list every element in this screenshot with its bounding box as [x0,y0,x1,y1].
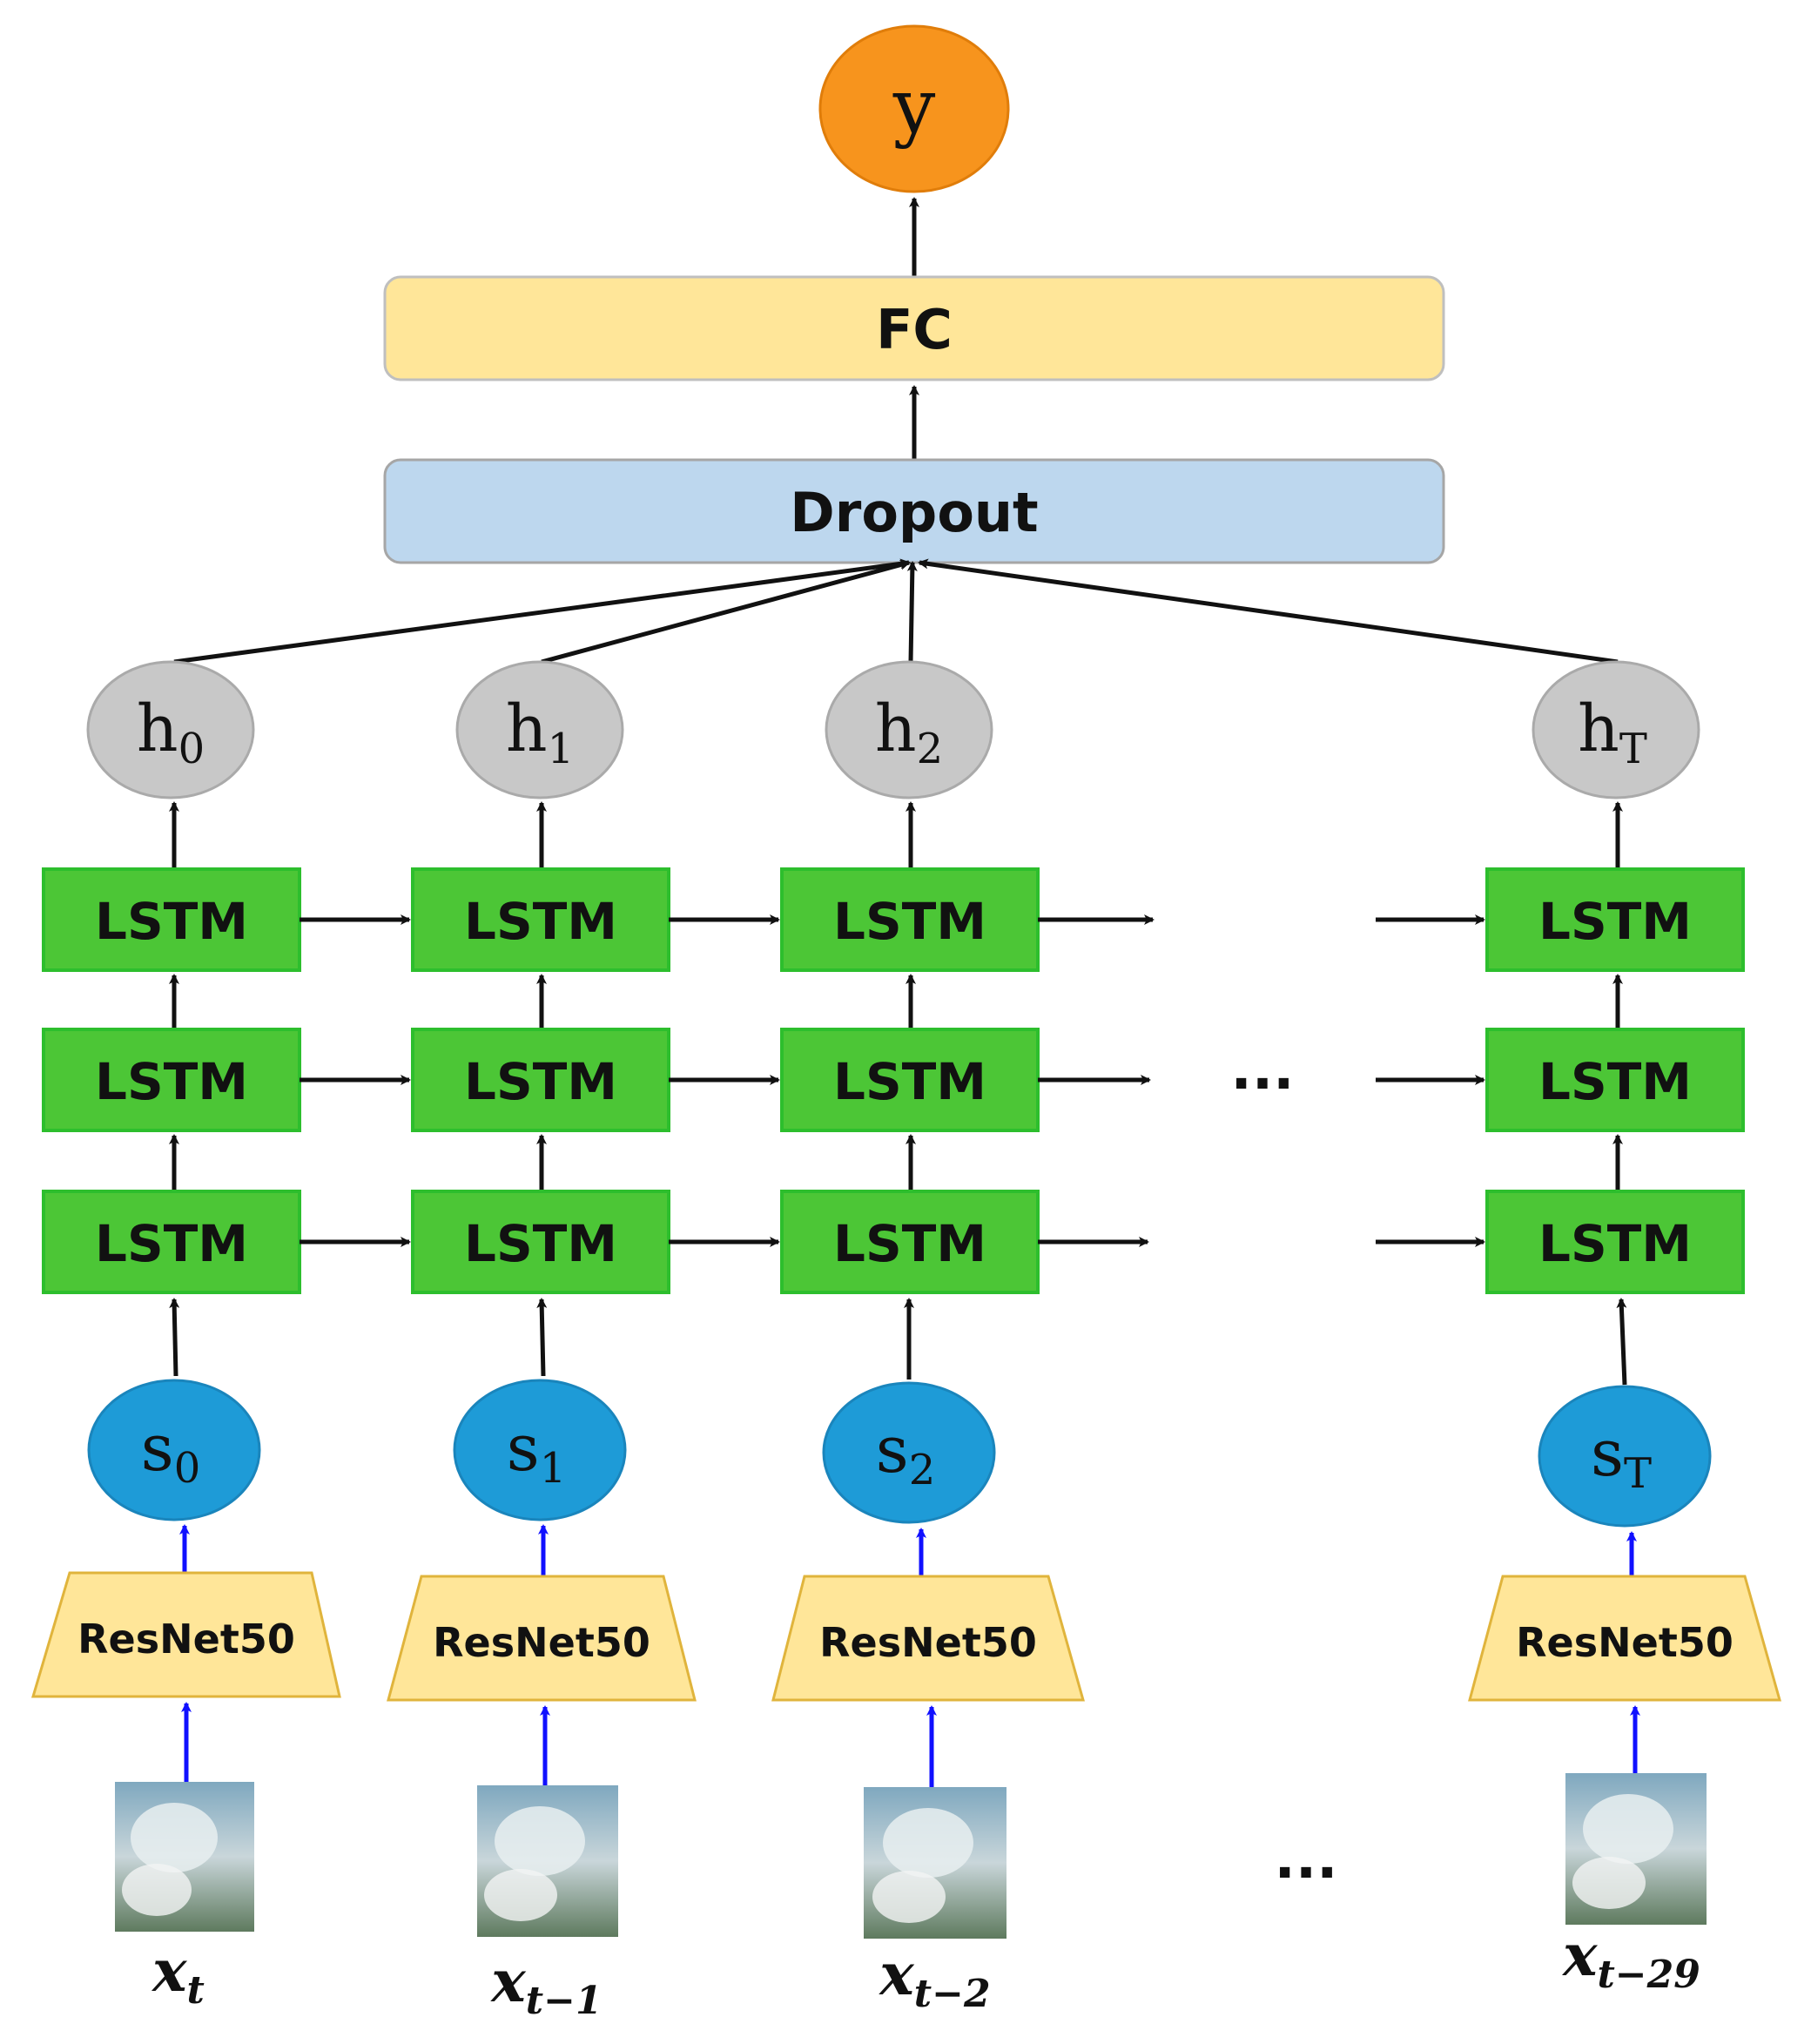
lstm-label: LSTM [1538,892,1692,951]
arrow-h1-to-dropout [541,559,911,664]
hidden-label-h2: h2 [875,691,943,773]
column-0: h0 LSTM LSTM LSTM s0 ResNet50 xt [30,660,341,2013]
arrow-h0-to-dropout [173,558,911,664]
fc-label: FC [876,298,953,361]
lstm-label: LSTM [464,892,617,951]
input-label-colT: xt−29 [1561,1921,1700,1997]
state-label-s2: s2 [876,1413,936,1494]
lstm-layer3-col1 [411,867,670,972]
state-node-sT [1538,1385,1712,1528]
arrow-sT-to-lstm1 [1616,1298,1627,1386]
lstm-label: LSTM [464,1052,617,1111]
recurrent-arrows [300,914,1485,1247]
hidden-label-h1: h1 [506,691,574,773]
lstm-layer1-col0 [42,1190,301,1294]
arrow-h2-to-dropout [906,561,918,663]
arrow-hT-to-dropout [918,558,1619,664]
state-node-s2 [822,1381,996,1524]
lstm-layer2-col0 [42,1028,301,1132]
hidden-label-hT: hT [1578,691,1647,773]
state-node-s0 [87,1379,261,1521]
lstm-label: LSTM [833,1214,986,1273]
resnet50-col0 [30,1571,341,1698]
state-label-s1: s1 [507,1411,567,1493]
lstm-label: LSTM [833,1052,986,1111]
lstm-layer1-col2 [780,1190,1040,1294]
output-label: y [892,64,936,151]
column-T: hT LSTM LSTM LSTM sT ResNet50 xt−29 [1468,660,1781,1997]
resnet50-colT [1468,1575,1781,1702]
hidden-node-h1 [455,660,624,799]
column-1: h1 LSTM LSTM LSTM s1 ResNet50 xt−1 [387,660,697,2023]
lstm-label: LSTM [464,1214,617,1273]
input-image-col2 [864,1787,1006,1939]
hidden-to-dropout-arrows [173,558,1619,664]
lstm-label: LSTM [833,892,986,951]
input-label-col0: xt [151,1937,205,2013]
resnet50-col2 [771,1575,1085,1702]
lstm-layer3-col2 [780,867,1040,972]
resnet50-col1 [387,1575,697,1702]
resnet-label: ResNet50 [1516,1619,1734,1666]
lstm-label: LSTM [95,892,248,951]
dropout-label: Dropout [790,481,1038,544]
input-label-col1: xt−1 [489,1947,602,2023]
input-image-col1 [477,1785,618,1937]
lstm-layer2-col1 [411,1028,670,1132]
lstm-label: LSTM [1538,1214,1692,1273]
state-node-s1 [453,1379,627,1521]
input-image-colT [1565,1773,1707,1925]
hidden-label-h0: h0 [137,691,205,773]
resnet-label: ResNet50 [433,1619,650,1666]
hidden-node-hT [1532,660,1700,799]
column-2: h2 LSTM LSTM LSTM s2 ResNet50 xt−2 [771,660,1085,2016]
lstm-label: LSTM [1538,1052,1692,1111]
arrow-s1-to-lstm1 [536,1298,548,1377]
lstm-label: LSTM [95,1052,248,1111]
hidden-node-h0 [86,660,255,799]
resnet-label: ResNet50 [819,1619,1037,1666]
ellipsis-lstm: ... [1231,1038,1295,1103]
lstm-layer1-colT [1485,1190,1745,1294]
input-label-col2: xt−2 [878,1940,990,2016]
fc-layer [383,275,1445,381]
lstm-layer2-col2 [780,1028,1040,1132]
state-label-sT: sT [1591,1416,1652,1498]
state-label-s0: s0 [141,1411,201,1493]
input-image-col0 [115,1782,254,1932]
hidden-node-h2 [825,660,993,799]
lstm-layer2-colT [1485,1028,1745,1132]
arrow-s0-to-lstm1 [169,1298,180,1377]
ellipsis-inputs: ... [1275,1827,1338,1892]
resnet-label: ResNet50 [77,1616,295,1663]
lstm-label: LSTM [95,1214,248,1273]
lstm-layer3-colT [1485,867,1745,972]
output-node [818,24,1010,193]
